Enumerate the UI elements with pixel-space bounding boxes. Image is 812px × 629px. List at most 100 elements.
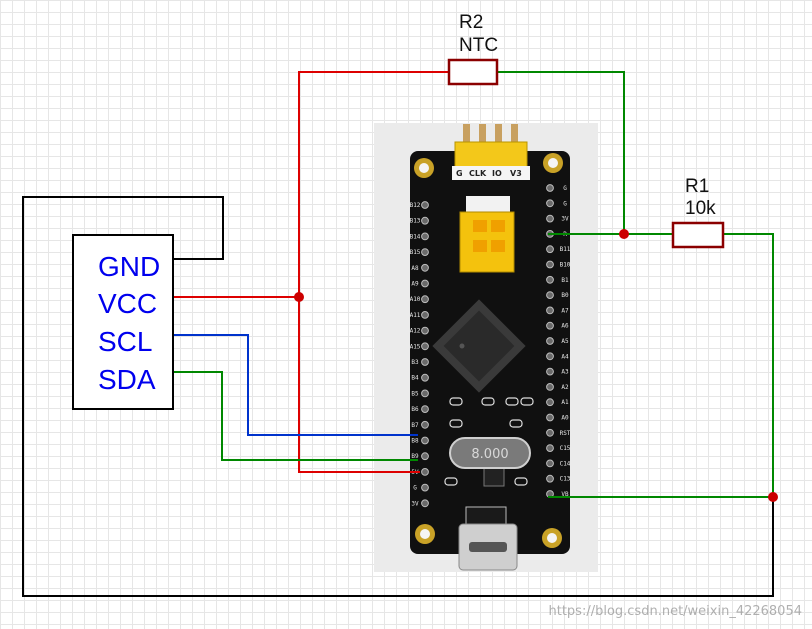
right-pin-label: B10 <box>560 262 571 269</box>
left-pin-label: A9 <box>411 281 419 288</box>
header-label-clk: CLK <box>469 169 487 178</box>
r1-value: 10k <box>685 198 716 219</box>
r2-designator: R2 <box>459 12 483 33</box>
wires <box>22 71 774 597</box>
pin-label-vcc: VCC <box>98 288 157 319</box>
left-pin-label: B6 <box>411 406 419 413</box>
left-pin-pad <box>421 389 429 398</box>
left-pin-label: B14 <box>410 233 421 240</box>
junctions <box>294 229 778 502</box>
right-pin-pad <box>546 184 554 192</box>
left-pin-pad <box>421 326 429 335</box>
r2-value: NTC <box>459 35 498 56</box>
right-pin-label: B1 <box>561 277 569 284</box>
left-pin-pad <box>421 468 429 476</box>
wire-r1-to-gnd <box>723 233 774 497</box>
wire-vcc-to-r2 <box>298 71 449 297</box>
wire-sda <box>173 371 418 461</box>
left-pin-label: B7 <box>411 422 419 429</box>
stm32-board-photo: G CLK IO V3 <box>374 123 598 572</box>
left-pin-label: B13 <box>410 218 421 225</box>
left-pin-label: B12 <box>410 202 421 209</box>
left-pin-header: B12B13B14B15A8A9A10A11A12A15B3B4B5B6B7B8… <box>410 201 429 508</box>
right-pin-label: A0 <box>561 415 569 422</box>
right-pin-label: A4 <box>561 353 569 360</box>
top-header: G CLK IO V3 <box>452 124 530 180</box>
module-box <box>72 234 174 410</box>
left-pin-pad <box>421 342 429 351</box>
right-pin-label: A6 <box>561 323 569 330</box>
left-pin-label: A10 <box>410 296 421 303</box>
junction-dot <box>619 229 629 239</box>
left-pin-pad <box>421 405 429 414</box>
right-pin-label: C13 <box>560 476 571 483</box>
left-pin-pad <box>421 373 429 382</box>
header-label-v3: V3 <box>510 169 522 178</box>
left-pin-label: B4 <box>411 375 419 382</box>
left-pin-pad <box>421 263 429 272</box>
left-pin-pad <box>421 295 429 304</box>
resistor-body <box>447 58 499 86</box>
smd-components <box>444 397 534 487</box>
left-pin-pad <box>421 216 429 225</box>
left-pin-pad <box>421 311 429 319</box>
resistor-r1: R1 10k <box>671 176 725 249</box>
left-pin-label: A8 <box>411 265 419 272</box>
right-pin-pad <box>546 245 554 254</box>
right-pin-pad <box>546 337 554 345</box>
resistor-r2: R2 NTC <box>447 12 499 86</box>
right-pin-label: RST <box>560 430 571 437</box>
left-pin-label: B9 <box>411 453 419 460</box>
wire-gnd <box>22 196 774 597</box>
left-pin-label: B5 <box>411 390 419 397</box>
right-pin-label: A3 <box>561 369 569 376</box>
left-pin-label: 3V <box>411 500 419 507</box>
left-pin-label: A12 <box>410 328 421 335</box>
left-pin-pad <box>421 248 429 257</box>
right-pin-pad <box>546 474 554 483</box>
right-pin-label: C15 <box>560 445 571 452</box>
right-pin-pad <box>546 199 554 208</box>
right-pin-label: A5 <box>561 338 569 345</box>
right-pin-pad <box>546 413 554 422</box>
mcu-chip <box>432 299 526 393</box>
pin-label-scl: SCL <box>98 326 152 357</box>
left-pin-label: B8 <box>411 438 419 445</box>
junction-dot <box>294 292 304 302</box>
right-pin-pad <box>546 444 554 453</box>
right-pin-pad <box>546 428 554 437</box>
crystal-label: 8.000 <box>471 447 508 462</box>
left-pin-label: B15 <box>410 249 421 256</box>
boot-jumpers <box>459 196 515 273</box>
usb-connector <box>458 506 518 571</box>
left-pin-pad <box>421 483 429 492</box>
right-pin-label: A1 <box>561 399 569 406</box>
pin-label-gnd: GND <box>98 251 160 282</box>
right-pin-pad <box>546 260 554 269</box>
right-pin-pad <box>546 459 554 468</box>
right-pin-pad <box>546 214 554 223</box>
wire-r2-to-a0 <box>497 71 625 234</box>
right-pin-label: A7 <box>561 307 569 314</box>
left-pin-pad <box>421 201 429 209</box>
left-pin-label: A15 <box>410 343 421 350</box>
right-pin-label: VB <box>561 491 569 498</box>
left-pin-pad <box>421 358 429 366</box>
left-pin-label: B3 <box>411 359 419 366</box>
left-pin-label: A11 <box>410 312 421 319</box>
watermark: https://blog.csdn.net/weixin_42268054 <box>548 604 802 619</box>
pin-label-sda: SDA <box>98 364 156 395</box>
right-pin-label: A2 <box>561 384 569 391</box>
resistor-body <box>671 221 725 249</box>
crystal: 8.000 <box>449 437 531 469</box>
wire-vcc-to-3v3 <box>298 297 420 473</box>
left-pin-pad <box>421 232 429 241</box>
right-pin-pad <box>546 321 554 330</box>
right-pin-pad <box>546 275 554 284</box>
right-pin-pad <box>546 383 554 391</box>
left-pin-pad <box>421 436 429 445</box>
right-pin-header: GG3VRB11B10B1B0A7A6A5A4A3A2A1A0RSTC15C14… <box>546 184 571 498</box>
left-pin-pad <box>421 499 429 508</box>
right-pin-label: 3V <box>561 216 569 223</box>
